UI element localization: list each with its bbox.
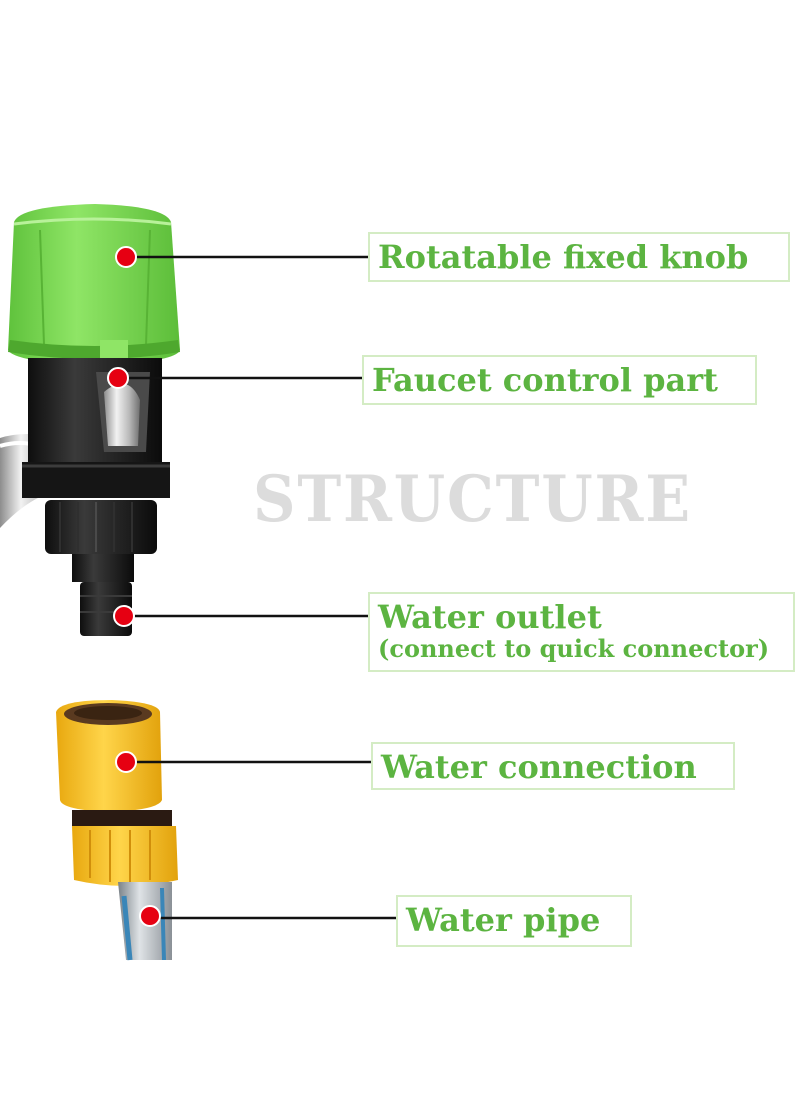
rotatable-knob-part — [8, 204, 180, 366]
label-text: Water connection — [381, 748, 697, 786]
marker-outlet — [113, 605, 135, 627]
label-water-connection: Water connection — [371, 742, 735, 790]
marker-knob — [115, 246, 137, 268]
marker-pipe — [139, 905, 161, 927]
label-text: Faucet control part — [372, 361, 718, 399]
label-subtext: (connect to quick connector) — [378, 634, 770, 663]
water-connection-part — [56, 700, 178, 886]
label-water-pipe: Water pipe — [396, 895, 632, 947]
leader-lines — [118, 255, 396, 920]
label-text: Water outlet — [378, 598, 602, 636]
label-rotatable-fixed-knob: Rotatable fixed knob — [368, 232, 790, 282]
label-water-outlet: Water outlet (connect to quick connector… — [368, 592, 795, 672]
label-text: Rotatable fixed knob — [378, 238, 749, 276]
label-faucet-control-part: Faucet control part — [362, 355, 757, 405]
threaded-nut — [45, 500, 157, 554]
marker-faucet — [107, 367, 129, 389]
label-text: Water pipe — [406, 901, 601, 939]
markers — [107, 246, 161, 927]
faucet-control-part — [22, 358, 170, 498]
watermark-text: STRUCTURE — [253, 462, 693, 537]
marker-connection — [115, 751, 137, 773]
